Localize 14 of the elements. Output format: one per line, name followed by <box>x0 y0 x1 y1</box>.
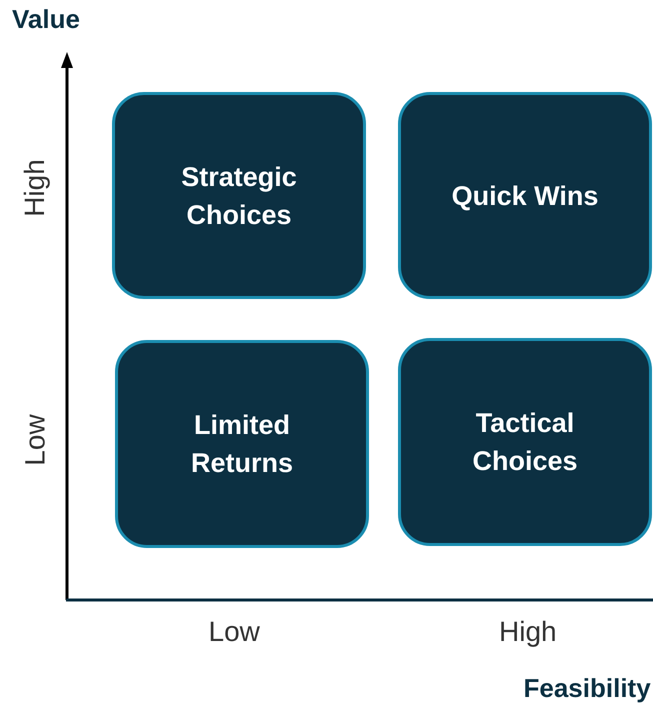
quadrant-label: Tactical Choices <box>471 407 579 478</box>
axis-tick-label: Low <box>19 414 52 466</box>
axis-tick-label: High <box>499 616 557 648</box>
quadrant-box <box>112 92 366 299</box>
axis-title: Value <box>12 4 80 35</box>
quadrant-label: Limited Returns <box>190 409 294 480</box>
axis-tick-label: High <box>18 159 51 217</box>
axis-title: Feasibility <box>524 672 651 704</box>
quadrant-box <box>398 92 652 299</box>
quadrant-box <box>398 338 652 546</box>
axis-tick-label: Low <box>208 616 260 648</box>
quadrant-box <box>115 340 369 548</box>
quadrant-label: Strategic Choices <box>180 160 298 232</box>
quadrant-label: Quick Wins <box>450 180 600 212</box>
